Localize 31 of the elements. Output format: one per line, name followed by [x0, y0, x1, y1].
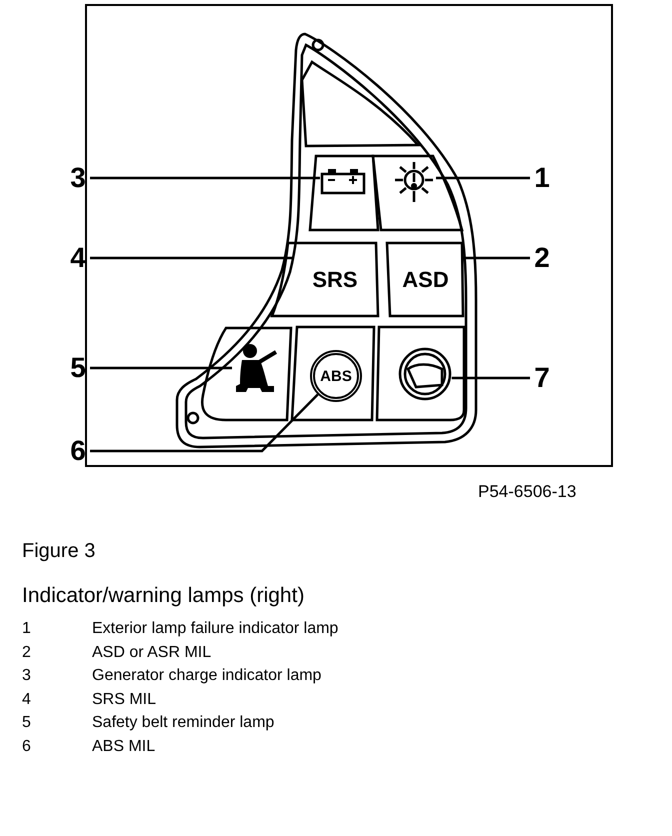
leader-line [90, 256, 294, 260]
abs-lamp-symbol: ABS [310, 350, 362, 402]
legend-number: 1 [22, 620, 31, 638]
callout-number: 6 [66, 436, 90, 466]
legend-number: 4 [22, 690, 31, 708]
warning-lamp-icon [392, 160, 436, 204]
callout-number: 1 [530, 163, 554, 193]
legend-number: 2 [22, 644, 31, 662]
callout-number: 3 [66, 163, 90, 193]
leader-line [452, 376, 530, 380]
battery-icon [320, 167, 366, 195]
legend-text: Generator charge indicator lamp [92, 667, 322, 685]
leader-line [90, 394, 319, 452]
leader-line [462, 256, 530, 260]
legend-text: SRS MIL [92, 690, 156, 708]
legend-number: 5 [22, 714, 31, 732]
legend-text: ASD or ASR MIL [92, 644, 212, 662]
legend-text: Safety belt reminder lamp [92, 714, 274, 732]
legend-number: 6 [22, 738, 31, 756]
callout-number: 2 [530, 243, 554, 273]
figure-title: Figure 3 [22, 540, 96, 563]
figure-caption: Indicator/warning lamps (right) [22, 584, 304, 608]
leader-line [436, 176, 530, 180]
legend-text: ABS MIL [92, 738, 156, 756]
round-lamp-icon [398, 347, 452, 401]
legend-text: Exterior lamp failure indicator lamp [92, 620, 338, 638]
callout-number: 4 [66, 243, 90, 273]
drawing-number: P54-6506-13 [478, 482, 576, 502]
callout-number: 5 [66, 353, 90, 383]
legend-number: 3 [22, 667, 31, 685]
callout-number: 7 [530, 363, 554, 393]
